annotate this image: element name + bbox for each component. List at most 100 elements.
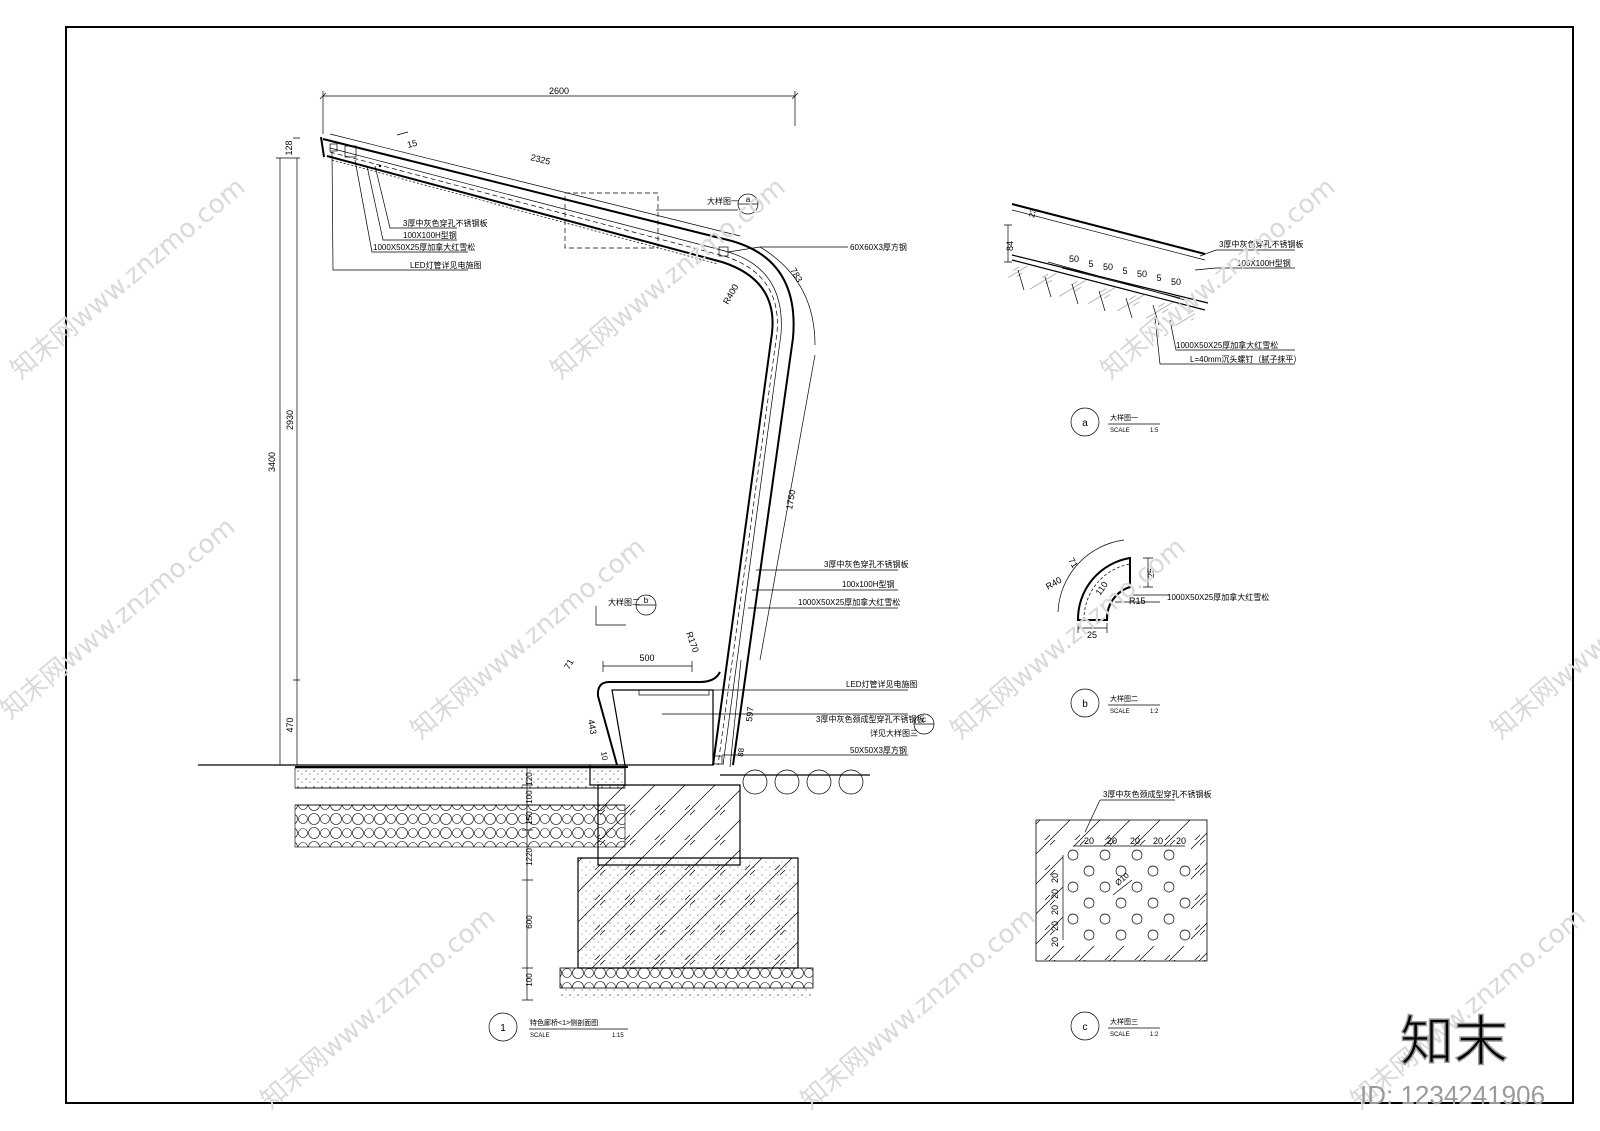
detail-b-label: 1000X50X25厚加拿大红雪松 <box>1167 592 1269 602</box>
callout-b-text: 大样图二 <box>608 597 640 607</box>
perforation-holes <box>1067 849 1191 941</box>
roof-label-4: LED灯管详见电施图 <box>410 260 482 270</box>
detail-b-dim-r15: R15 <box>1129 596 1146 606</box>
detail-a-dim-84: 84 <box>1005 241 1015 251</box>
detail-b-dim-71: 71 <box>1066 556 1080 570</box>
dim-r170: R170 <box>684 630 701 654</box>
dim-88: 88 <box>736 747 746 757</box>
dim-128: 128 <box>284 140 294 155</box>
dim-2930: 2930 <box>285 410 295 430</box>
callout-c-letter: c <box>922 715 926 724</box>
main-title-scale-label: SCALE <box>530 1033 550 1039</box>
dim-1750: 1750 <box>784 489 797 510</box>
mid-label-3: 1000X50X25厚加拿大红雪松 <box>798 597 900 607</box>
mid-label-5: 3厚中灰色颈成型穿孔不锈钢板 <box>816 714 924 724</box>
detail-c: 20 20 20 20 20 20 20 20 20 20 Ø10 3厚中灰色颈… <box>1035 789 1211 1041</box>
detail-a-dim-4: 50 <box>1137 269 1147 279</box>
main-section: 2600 128 3400 2930 470 15 2325 783 R400 … <box>198 86 935 1042</box>
dim-470: 470 <box>285 717 295 732</box>
mid-label-6: 50X50X3厚方钢 <box>850 745 907 755</box>
main-title-scale: 1:15 <box>612 1033 624 1039</box>
detail-c-dim-left-0: 20 <box>1050 873 1060 883</box>
mid-label-2: 100x100H型钢 <box>842 579 894 589</box>
drawing-border <box>65 26 1574 1104</box>
dim-f-600: 600 <box>525 915 534 929</box>
dim-f-100: 100 <box>525 790 534 804</box>
dim-15: 15 <box>406 138 418 150</box>
detail-c-dim-top-0: 20 <box>1084 836 1094 846</box>
foundation-base <box>559 967 814 989</box>
watermark-text-9: 知末网www.znzmo.com <box>795 902 1041 1115</box>
detail-a-scale-label: SCALE <box>1110 428 1130 434</box>
detail-a-dim-0: 50 <box>1069 254 1079 264</box>
detail-c-dim-top-2: 20 <box>1130 836 1140 846</box>
detail-a-dim-3: 5 <box>1122 266 1127 276</box>
dim-500: 500 <box>639 653 654 663</box>
detail-c-dim-left-3: 20 <box>1050 921 1060 931</box>
watermark-text-1: 知末网www.znzmo.com <box>5 172 251 385</box>
detail-c-dim-left-2: 20 <box>1050 905 1060 915</box>
callout-b-letter: b <box>644 596 649 605</box>
detail-c-scale: 1:2 <box>1150 1032 1159 1038</box>
watermark-text-8: 知末网www.znzmo.com <box>255 902 501 1115</box>
detail-c-dim-top-3: 20 <box>1153 836 1163 846</box>
dim-seat-71: 71 <box>562 657 576 671</box>
detail-a-dim-5: 5 <box>1156 273 1161 283</box>
detail-a-dim-6: 50 <box>1171 277 1181 287</box>
detail-b-title-letter: b <box>1082 699 1088 710</box>
detail-a-dim-2: 50 <box>1103 262 1113 272</box>
detail-b-scale: 1:2 <box>1150 709 1159 715</box>
dim-3400: 3400 <box>267 452 277 472</box>
detail-b-title: 大样图二 <box>1110 694 1138 703</box>
watermark-text-5: 知末网www.znzmo.com <box>405 532 651 745</box>
watermark-text-4: 知末网www.znzmo.com <box>0 512 241 725</box>
detail-a-scale: 1:5 <box>1150 428 1159 434</box>
detail-b-dim-25a: 25 <box>1146 568 1156 578</box>
detail-c-title: 大样图三 <box>1110 1017 1138 1026</box>
detail-c-dim-top-1: 20 <box>1107 836 1117 846</box>
roof-label-square-tube: 60X60X3厚方钢 <box>850 242 907 252</box>
dim-2600: 2600 <box>549 86 569 96</box>
detail-c-dim-left-1: 20 <box>1050 889 1060 899</box>
callout-a-text: 大样图一 <box>707 196 739 206</box>
detail-c-label: 3厚中灰色颈成型穿孔不锈钢板 <box>1103 789 1211 799</box>
detail-a-title: 大样图一 <box>1110 413 1138 422</box>
detail-a-dim-23: 23 <box>1027 207 1038 218</box>
watermark-id: ID: 1234241906 <box>1360 1080 1545 1110</box>
detail-b-scale-label: SCALE <box>1110 709 1130 715</box>
dim-f-1220: 1220 <box>525 848 534 866</box>
canopy-outer <box>322 138 795 766</box>
dim-2325: 2325 <box>530 152 552 167</box>
detail-c-dim-left-4: 20 <box>1050 937 1060 947</box>
dim-783: 783 <box>788 266 804 284</box>
detail-a-title-letter: a <box>1082 418 1088 429</box>
detail-a-label-1: 3厚中灰色穿孔不锈钢板 <box>1219 239 1303 249</box>
detail-b-dim-25b: 25 <box>1087 630 1097 640</box>
dim-443: 443 <box>586 719 598 736</box>
mid-label-1: 3厚中灰色穿孔不锈钢板 <box>824 559 908 569</box>
main-title-circle <box>488 1012 518 1042</box>
detail-c-title-letter: c <box>1083 1022 1088 1033</box>
roof-label-1: 3厚中灰色穿孔不锈钢板 <box>403 218 487 228</box>
watermark-logo: 知末 <box>1400 1012 1508 1072</box>
dim-f-150: 150 <box>525 811 534 825</box>
detail-a-dim-1: 5 <box>1088 259 1093 269</box>
detail-c-dim-top-4: 20 <box>1176 836 1186 846</box>
roof-label-2: 100X100H型钢 <box>403 230 457 240</box>
detail-b-dim-r40: R40 <box>1044 575 1063 592</box>
canopy-cap <box>320 136 325 158</box>
detail-a-label-2: 100X100H型钢 <box>1237 258 1291 268</box>
callout-a-letter: a <box>746 195 751 204</box>
detail-c-scale-label: SCALE <box>1110 1032 1130 1038</box>
detail-a: 23 84 50 5 50 5 50 5 50 3厚中灰色穿孔不锈钢板 100X… <box>1004 203 1303 437</box>
dim-f-120: 120 <box>525 772 534 786</box>
dim-r400: R400 <box>721 282 740 306</box>
detail-b-title-circle <box>1070 688 1100 718</box>
mid-label-4: LED灯管详见电施图 <box>846 679 918 689</box>
mid-label-5b: 详见大样图三 <box>870 728 918 738</box>
roof-label-3: 1000X50X25厚加拿大红雪松 <box>373 242 475 252</box>
watermark-text-3: 知末网www.znzmo.com <box>1095 172 1341 385</box>
detail-a-label-3: 1000X50X25厚加拿大红雪松 <box>1176 340 1278 350</box>
canopy-inner <box>326 155 774 766</box>
